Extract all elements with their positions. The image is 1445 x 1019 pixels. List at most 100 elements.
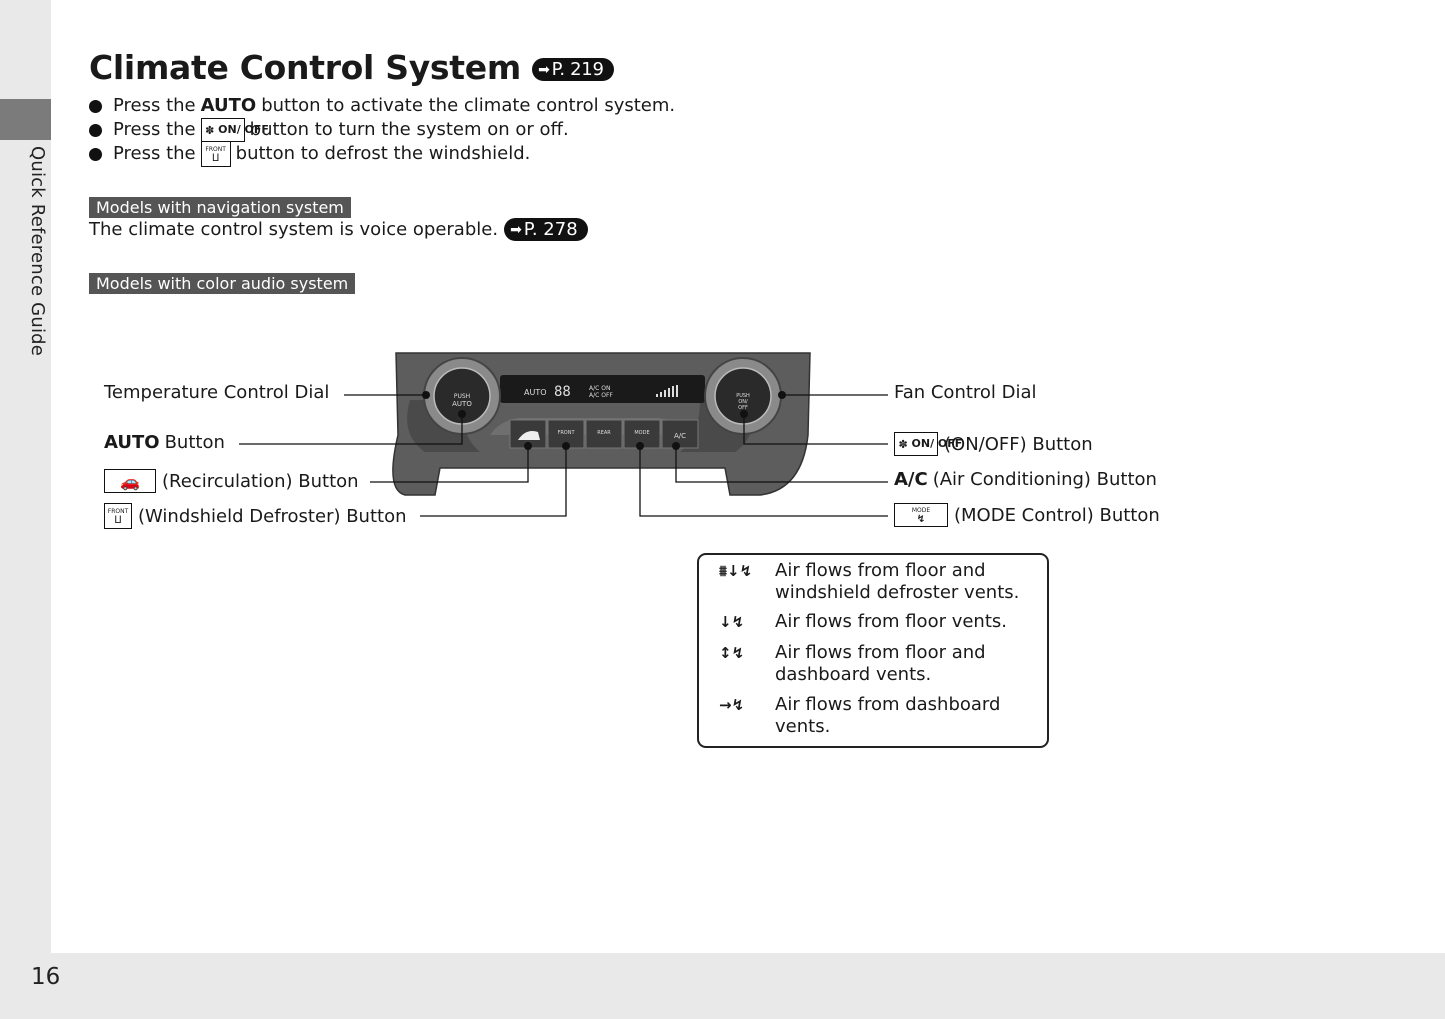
dial-push-text: PUSH (736, 393, 750, 399)
legend-row: →↯ Air flows from dashboard vents. (719, 694, 1045, 738)
leader-dot (636, 442, 644, 450)
fan-level-icon (656, 385, 678, 397)
onoff-button-label: ✽ ON/ OFF (ON/OFF) Button (894, 432, 1093, 456)
onoff-leader (743, 414, 888, 445)
display-auto-text: AUTO (524, 388, 547, 397)
recirc-leader (370, 446, 529, 483)
ac-rest-text: (Air Conditioning) Button (932, 469, 1157, 490)
front-icon-text: FRONT (107, 508, 129, 515)
front-icon-text: FRONT (205, 146, 226, 153)
dial-on-text: ON/ (738, 399, 748, 405)
floor-dashboard-airflow-icon: ↕↯ (719, 644, 745, 662)
bullet-list: Press the AUTO button to activate the cl… (89, 94, 675, 167)
ac-button-label: A/C (674, 432, 686, 440)
auto-leader (239, 414, 463, 445)
airflow-legend: ⩩↓↯ Air flows from floor and windshield … (697, 553, 1049, 748)
display-ac-on-text: A/C ON (589, 385, 610, 392)
page-reference-link[interactable]: ➡P. 219 (532, 58, 614, 81)
side-tab-label: Quick Reference Guide (27, 146, 48, 357)
ac-button[interactable]: A/C (661, 419, 699, 449)
legend-row: ⩩↓↯ Air flows from floor and windshield … (719, 560, 1045, 604)
mode-button-label: MODE (634, 430, 649, 436)
auto-bold-text: AUTO (104, 432, 160, 453)
mode-leader (639, 446, 888, 517)
auto-rest-text: Button (164, 432, 225, 453)
dial-off-text: OFF (738, 405, 748, 411)
legend-text: Air flows from floor and windshield defr… (775, 560, 1020, 603)
rear-defroster-button[interactable]: REAR (585, 419, 623, 449)
temperature-dial-label: Temperature Control Dial (104, 382, 330, 403)
leader-dot (562, 442, 570, 450)
floor-airflow-icon: ↓↯ (719, 613, 745, 631)
leader-dot (422, 391, 430, 399)
voice-text: The climate control system is voice oper… (89, 219, 499, 240)
arrow-right-icon: ➡ (510, 221, 522, 238)
bullet-icon (89, 147, 102, 161)
dial-auto-text: AUTO (452, 400, 472, 408)
page-reference-link[interactable]: ➡P. 278 (504, 218, 588, 241)
fan-dial-label: Fan Control Dial (894, 382, 1037, 403)
legend-text: Air flows from floor and dashboard vents… (775, 642, 986, 685)
dashboard-airflow-icon: →↯ (719, 696, 745, 714)
recirculation-button[interactable] (509, 419, 547, 449)
mode-button-label: MODE↯ (MODE Control) Button (894, 503, 1160, 527)
page-title: Climate Control System ➡P. 219 (89, 48, 614, 87)
fan-control-dial[interactable]: PUSH ON/ OFF (704, 357, 782, 435)
bullet-text: button to activate the climate control s… (261, 95, 676, 116)
bullet-icon (89, 123, 102, 137)
recirc-text: (Recirculation) Button (162, 470, 359, 492)
leader-dot (672, 442, 680, 450)
leader-dot (778, 391, 786, 399)
model-chip-color-audio: Models with color audio system (89, 273, 356, 294)
model-chip-navigation: Models with navigation system (89, 197, 351, 218)
bullet-text: Press the (113, 143, 196, 164)
fan-on-off-icon: ✽ ON/ OFF (200, 118, 269, 142)
mode-text: (MODE Control) Button (954, 504, 1160, 526)
on-off-icon-text: ON/ OFF (911, 437, 963, 450)
title-text: Climate Control System (89, 48, 521, 87)
list-item: Press the AUTO button to activate the cl… (89, 94, 675, 118)
auto-label: AUTO (200, 95, 257, 116)
legend-row: ↕↯ Air flows from floor and dashboard ve… (719, 642, 1045, 686)
page-reference-text: P. 278 (523, 219, 578, 240)
ac-bold-text: A/C (894, 469, 928, 490)
page-reference-text: P. 219 (551, 59, 604, 80)
mode-icon: MODE↯ (894, 503, 948, 527)
dial-push-text: PUSH (454, 393, 470, 400)
footer-strip (51, 953, 1445, 1019)
bullet-icon (89, 99, 102, 113)
defrost-text: (Windshield Defroster) Button (138, 505, 407, 527)
legend-text: Air flows from floor vents. (775, 611, 1007, 632)
leader-dot (458, 410, 466, 418)
legend-row: ↓↯ Air flows from floor vents. (719, 611, 1045, 633)
leader-dot (740, 410, 748, 418)
display-temp-text: 88 (554, 384, 571, 400)
mode-icon-text: MODE (911, 507, 931, 514)
bullet-text: button to defrost the windshield. (235, 143, 531, 164)
bullet-text: Press the (113, 119, 196, 140)
page-number: 16 (31, 964, 61, 990)
voice-note: The climate control system is voice oper… (89, 218, 588, 241)
leader-dot (524, 442, 532, 450)
climate-panel-illustration: AUTO 88 A/C ON A/C OFF PUSH AUTO PUSH ON… (392, 352, 811, 496)
section-tab[interactable] (0, 99, 51, 140)
ac-leader (675, 446, 888, 483)
recirculation-icon: 🚗 (104, 469, 156, 493)
bullet-text: button to turn the system on or off. (249, 119, 569, 140)
rear-button-label: REAR (597, 430, 611, 436)
display-ac-off-text: A/C OFF (589, 392, 613, 399)
ac-button-label: A/C(Air Conditioning) Button (894, 469, 1157, 490)
floor-defrost-airflow-icon: ⩩↓↯ (719, 562, 753, 580)
list-item: Press the ✽ ON/ OFF button to turn the s… (89, 118, 675, 142)
side-strip (0, 0, 51, 1019)
fan-on-off-icon: ✽ ON/ OFF (894, 432, 963, 456)
onoff-text: (ON/OFF) Button (944, 433, 1093, 455)
defrost-leader (420, 446, 567, 517)
recirculation-button-label: 🚗 (Recirculation) Button (104, 469, 359, 493)
bullet-text: Press the (113, 95, 196, 116)
temperature-control-dial[interactable]: PUSH AUTO (423, 357, 501, 435)
